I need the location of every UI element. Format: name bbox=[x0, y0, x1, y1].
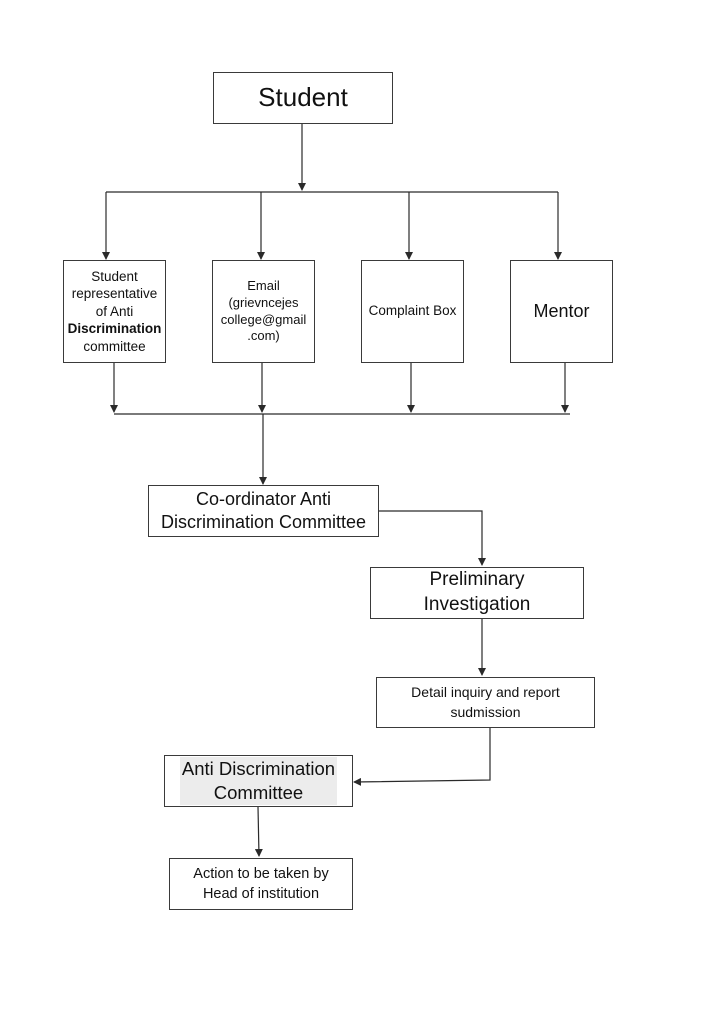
node-anti-discrimination-committee-text: Anti Discrimination Committee bbox=[179, 756, 338, 806]
node-mentor-line-1: Mentor bbox=[533, 300, 590, 321]
node-detail-inquiry-line-1: Detail inquiry and report bbox=[411, 683, 560, 700]
node-anti-discrimination-committee-line-1: Anti Discrimination bbox=[179, 756, 338, 781]
node-coordinator-line-2: Discrimination Committee bbox=[160, 512, 367, 532]
node-email-line-1: Email bbox=[247, 277, 280, 293]
node-detail-inquiry-text: Detail inquiry and report sudmission bbox=[411, 683, 560, 722]
node-preliminary-investigation-line-2: Investigation bbox=[423, 594, 531, 615]
node-preliminary-investigation: Preliminary Investigation bbox=[370, 567, 584, 619]
node-action-head-of-institution: Action to be taken by Head of institutio… bbox=[169, 858, 353, 910]
node-anti-discrimination-committee: Anti Discrimination Committee bbox=[164, 755, 353, 807]
node-detail-inquiry-line-2: sudmission bbox=[450, 703, 521, 720]
node-detail-inquiry: Detail inquiry and report sudmission bbox=[376, 677, 595, 728]
node-preliminary-investigation-text: Preliminary Investigation bbox=[424, 568, 531, 617]
node-email-line-3: college@gmail bbox=[220, 311, 307, 327]
node-complaint-box-text: Complaint Box bbox=[369, 303, 457, 319]
edge-coordinator-to-preliminary bbox=[379, 510, 486, 566]
node-email-line-2: (grievncejes bbox=[228, 294, 299, 310]
node-coordinator-line-1: Co-ordinator Anti bbox=[195, 488, 332, 509]
node-student-representative-line-5: committee bbox=[83, 338, 146, 354]
node-action-head-of-institution-line-2: Head of institution bbox=[202, 886, 320, 902]
node-anti-discrimination-committee-line-2: Committee bbox=[179, 781, 338, 806]
node-email-line-4: .com) bbox=[247, 328, 280, 344]
node-mentor: Mentor bbox=[510, 260, 613, 363]
node-email-text: Email (grievncejes college@gmail .com) bbox=[221, 278, 306, 346]
node-student-representative-line-3: of Anti bbox=[95, 303, 134, 319]
node-complaint-box-line-1: Complaint Box bbox=[368, 303, 457, 319]
node-action-head-of-institution-line-1: Action to be taken by bbox=[193, 865, 329, 882]
edge-detail-inquiry-to-committee bbox=[353, 728, 491, 786]
node-complaint-box: Complaint Box bbox=[361, 260, 464, 363]
edge-committee-to-action bbox=[254, 806, 263, 857]
node-mentor-text: Mentor bbox=[533, 301, 589, 323]
node-preliminary-investigation-line-1: Preliminary bbox=[429, 569, 525, 591]
node-email: Email (grievncejes college@gmail .com) bbox=[212, 260, 315, 363]
node-coordinator-text: Co-ordinator Anti Discrimination Committ… bbox=[161, 488, 366, 535]
node-student-representative: Student representative of Anti Discrimin… bbox=[63, 260, 166, 363]
node-student-representative-text: Student representative of Anti Discrimin… bbox=[68, 268, 162, 356]
node-student: Student bbox=[213, 72, 393, 124]
node-student-text: Student bbox=[258, 82, 348, 114]
node-action-head-of-institution-text: Action to be taken by Head of institutio… bbox=[193, 864, 328, 905]
node-student-representative-line-4: Discrimination bbox=[67, 321, 162, 337]
node-student-representative-line-1: Student bbox=[91, 268, 138, 284]
node-student-representative-line-2: representative bbox=[71, 286, 158, 302]
node-student-line-1: Student bbox=[258, 82, 348, 113]
node-coordinator: Co-ordinator Anti Discrimination Committ… bbox=[148, 485, 379, 537]
